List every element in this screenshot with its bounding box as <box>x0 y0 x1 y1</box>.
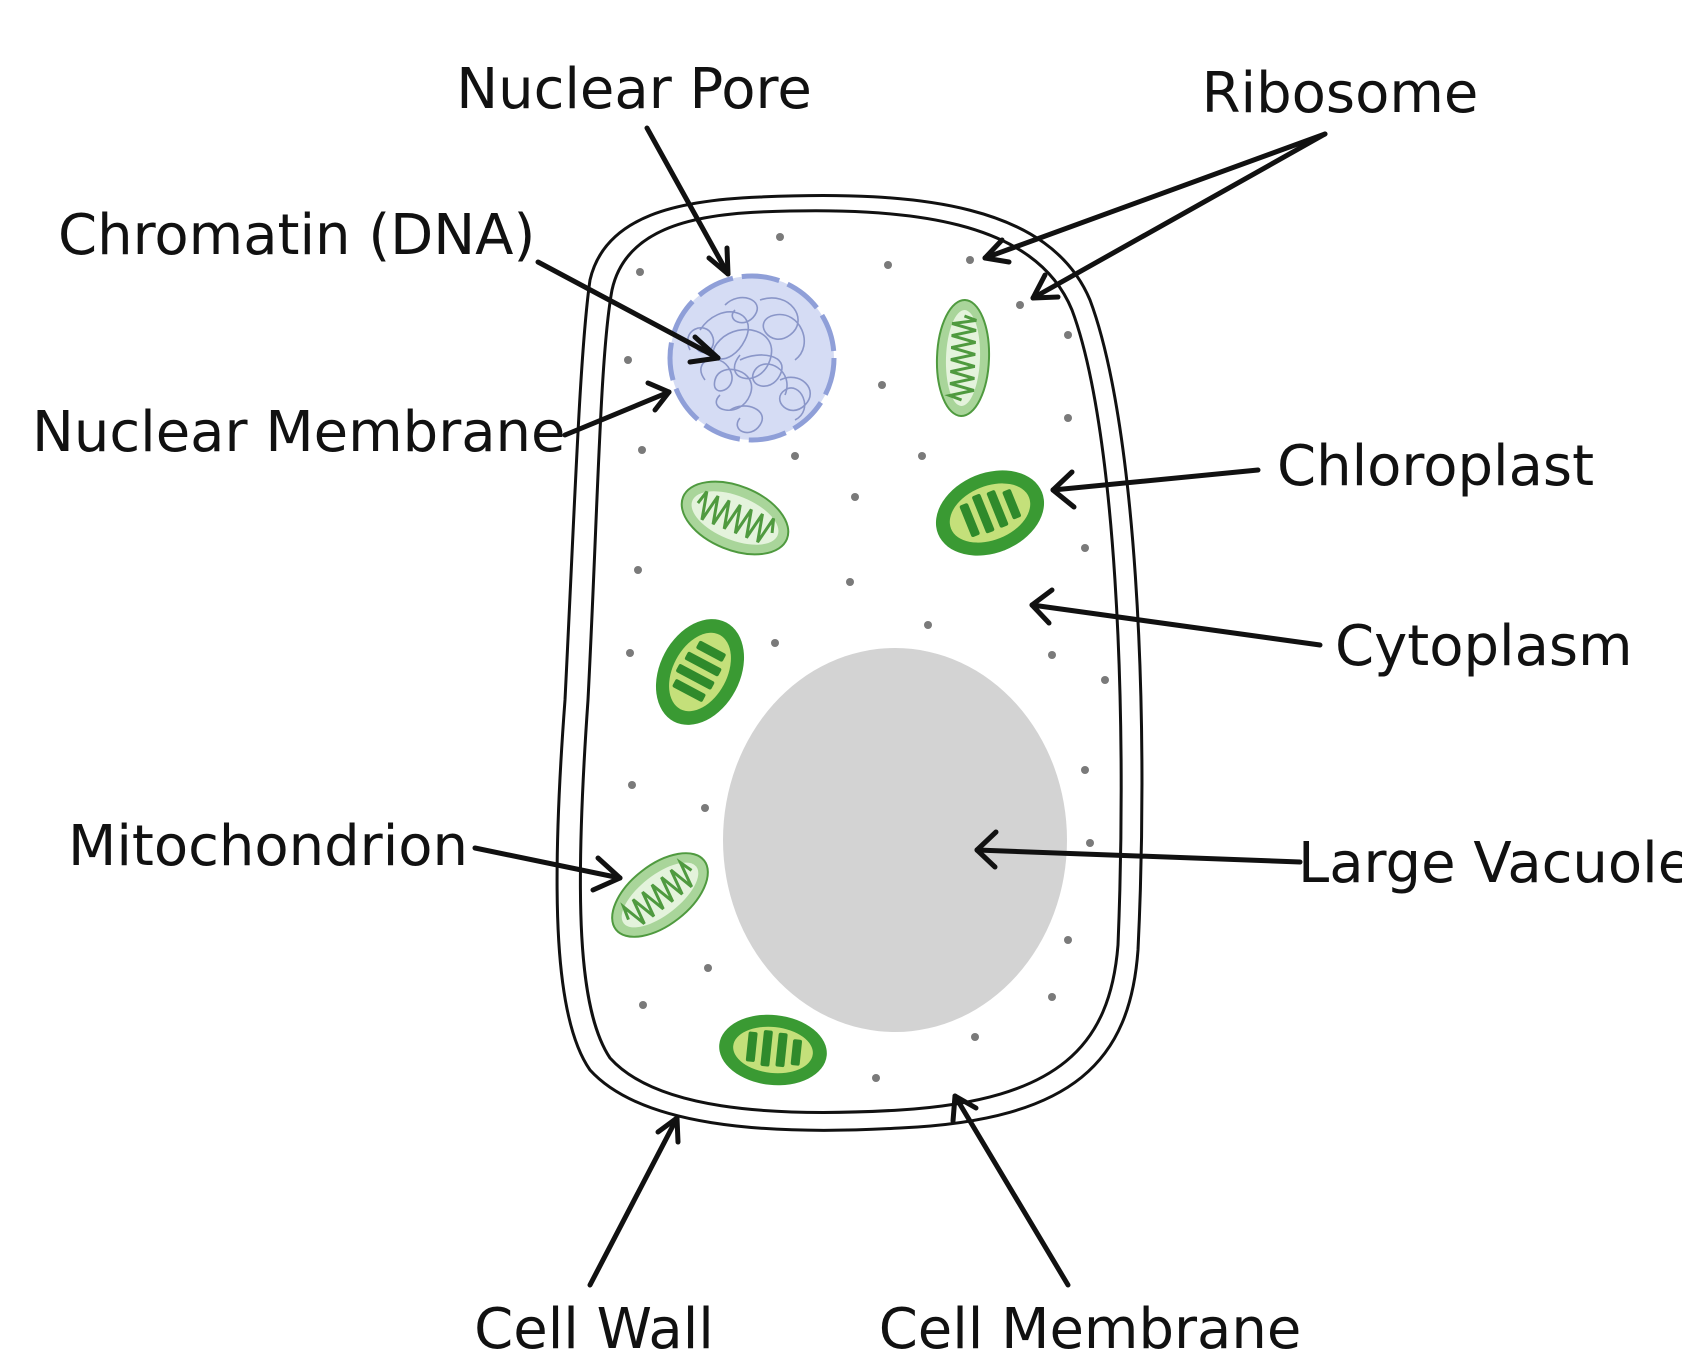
nucleus <box>667 273 837 443</box>
label-large-vacuole: Large Vacuole <box>1298 831 1682 896</box>
ribosome-dot <box>1064 936 1072 944</box>
ribosome-dot <box>1016 301 1024 309</box>
ribosome-dot <box>1064 331 1072 339</box>
ribosome-dot <box>1101 676 1109 684</box>
cell-wall-outline <box>555 194 1144 1132</box>
chromatin-arrow <box>535 259 721 365</box>
label-cell-wall: Cell Wall <box>474 1297 714 1362</box>
cell-membrane-arrow <box>950 1093 1071 1288</box>
ribosome-dot <box>1064 414 1072 422</box>
ribosome-dot <box>771 639 779 647</box>
ribosome-dot <box>878 381 886 389</box>
mitochondrion <box>680 480 790 556</box>
ribosome-dot <box>1086 839 1094 847</box>
ribosome-dot <box>791 452 799 460</box>
ribosome-dot <box>701 804 709 812</box>
label-ribosome: Ribosome <box>1202 61 1479 126</box>
cell-wall-arrow <box>587 1115 681 1288</box>
mitochondrion-arrow <box>472 845 623 893</box>
label-cell-membrane: Cell Membrane <box>879 1297 1302 1362</box>
ribosome-arrows <box>982 131 1328 301</box>
label-cytoplasm: Cytoplasm <box>1335 614 1633 679</box>
ribosome-dot <box>1048 993 1056 1001</box>
ribosome-dot <box>924 621 932 629</box>
large-vacuole <box>723 648 1067 1032</box>
ribosome-dot <box>1081 766 1089 774</box>
chromatin-tangle <box>687 296 811 434</box>
ribosome-dot <box>704 964 712 972</box>
chloroplast <box>935 470 1045 556</box>
label-nuclear-pore: Nuclear Pore <box>456 57 812 122</box>
ribosome-dot <box>636 268 644 276</box>
nuclear-pore-arrow <box>644 125 731 277</box>
nucleus-body <box>667 273 837 443</box>
ribosome-dot <box>1081 544 1089 552</box>
label-nuclear-membrane: Nuclear Membrane <box>32 400 565 465</box>
ribosome-dot <box>624 356 632 364</box>
mitochondrion <box>935 299 991 417</box>
ribosome-dot <box>626 649 634 657</box>
ribosome-dot <box>639 1001 647 1009</box>
large-vacuole-arrow <box>974 829 1303 870</box>
chloroplast <box>719 1014 827 1086</box>
ribosome-dot <box>776 233 784 241</box>
cell-membrane-outline <box>578 209 1123 1114</box>
cytoplasm-arrow <box>1029 587 1323 648</box>
ribosome-dot <box>918 452 926 460</box>
chloroplast <box>655 619 745 725</box>
ribosome-dot <box>634 566 642 574</box>
ribosome-dot <box>884 261 892 269</box>
label-chloroplast: Chloroplast <box>1277 434 1594 499</box>
chloroplast-arrow <box>1050 467 1261 510</box>
ribosome-dot <box>971 1033 979 1041</box>
ribosome-dot <box>638 446 646 454</box>
ribosome-dot <box>872 1074 880 1082</box>
ribosome-dot <box>851 493 859 501</box>
ribosome-dot <box>628 781 636 789</box>
label-mitochondrion: Mitochondrion <box>68 814 468 879</box>
ribosome-dot <box>846 578 854 586</box>
label-chromatin: Chromatin (DNA) <box>58 203 535 268</box>
ribosome-dot <box>1048 651 1056 659</box>
ribosome-dots <box>624 233 1109 1082</box>
nuclear-membrane-arrow <box>562 380 672 438</box>
mitochondrion <box>611 852 709 938</box>
ribosome-dot <box>966 256 974 264</box>
